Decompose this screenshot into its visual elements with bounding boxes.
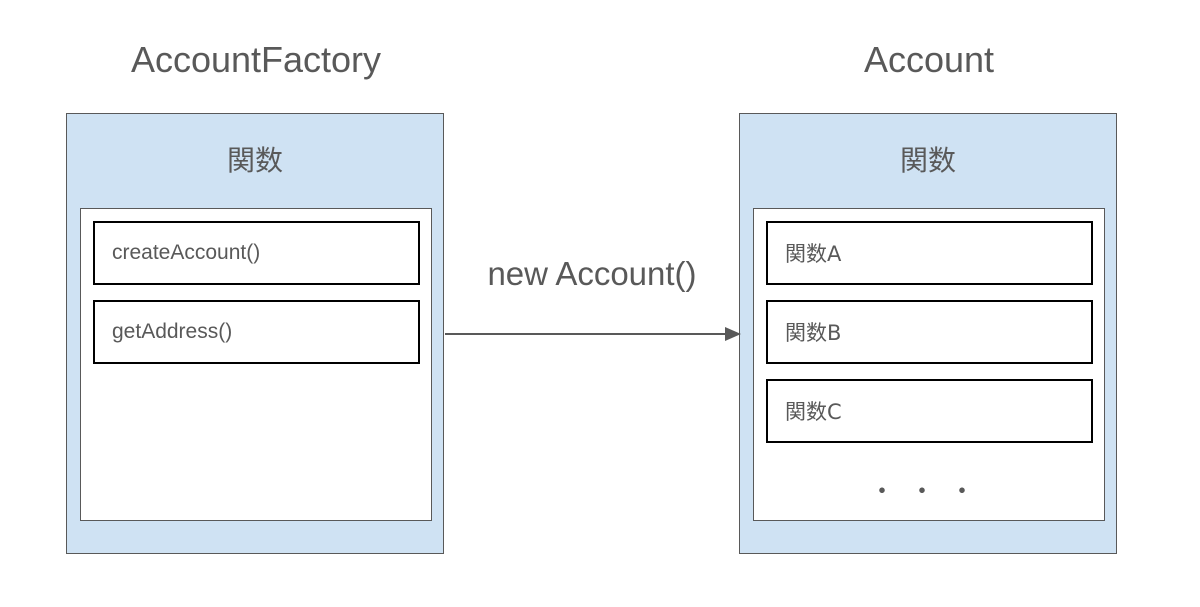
method-create-account: createAccount() [93, 221, 420, 285]
account-factory-section-label: 関数 [226, 144, 283, 177]
account-title: Account [863, 39, 995, 80]
account-method-panel: 関数A 関数B 関数C ・・・ [753, 208, 1105, 521]
account-section-label: 関数 [899, 144, 956, 177]
instantiation-arrow [445, 327, 741, 341]
method-function-c: 関数C [766, 379, 1093, 443]
account-factory-class-box: 関数 createAccount() getAddress() [66, 113, 444, 554]
method-function-b: 関数B [766, 300, 1093, 364]
more-methods-ellipsis: ・・・ [868, 476, 989, 506]
method-function-a: 関数A [766, 221, 1093, 285]
account-factory-title: AccountFactory [130, 39, 382, 80]
arrow-head-icon [725, 327, 741, 341]
method-get-address: getAddress() [93, 300, 420, 364]
account-factory-method-panel: createAccount() getAddress() [80, 208, 432, 521]
connector-label: new Account() [487, 255, 697, 292]
account-class-box: 関数 関数A 関数B 関数C ・・・ [739, 113, 1117, 554]
